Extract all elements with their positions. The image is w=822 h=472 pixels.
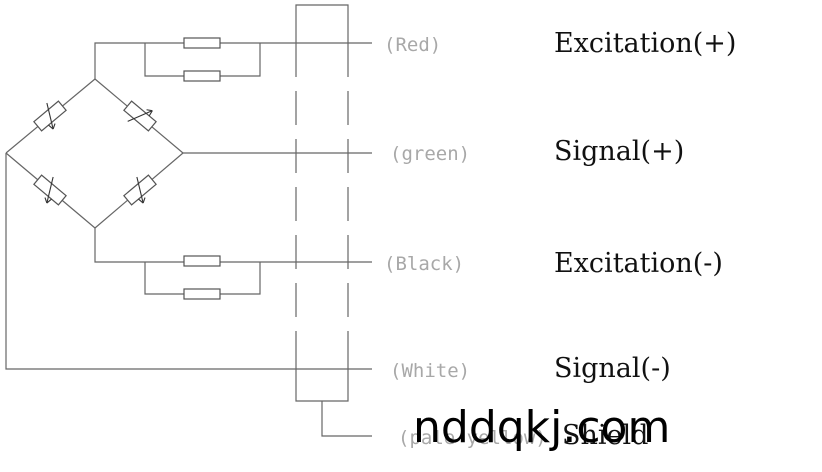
strain-gauge-top-right — [123, 100, 157, 132]
excitation-minus-lead — [94, 228, 372, 300]
compensation-resistor-top-2 — [183, 70, 221, 82]
wire-color-label-green: (green) — [390, 143, 470, 165]
compensation-resistor-bottom-2 — [183, 288, 221, 300]
excitation-plus-lead — [94, 37, 372, 82]
cable-jacket — [295, 4, 349, 402]
compensation-resistor-bottom-1 — [183, 255, 221, 267]
strain-gauge-bottom-right — [123, 174, 157, 206]
wire-color-label-white: (White) — [390, 360, 470, 382]
wheatstone-bridge — [5, 78, 184, 229]
signal-minus-lead — [5, 153, 372, 370]
function-label-excitation-minus: Excitation(-) — [554, 248, 723, 279]
watermark-text: nddqkj.com — [413, 402, 670, 453]
function-label-excitation-plus: Excitation(+) — [554, 28, 736, 59]
strain-gauge-bottom-left — [33, 174, 67, 206]
shield-lead — [321, 401, 372, 437]
function-label-signal-minus: Signal(-) — [554, 353, 671, 384]
compensation-resistor-top-1 — [183, 37, 221, 49]
function-label-signal-plus: Signal(+) — [554, 136, 684, 167]
wire-color-label-red: (Red) — [384, 34, 441, 56]
wire-color-label-black: (Black) — [384, 253, 464, 275]
function-label-shield: Shield — [562, 420, 648, 451]
wire-color-label-pale-yellow: (pale yellow) — [398, 427, 547, 449]
strain-gauge-top-left — [33, 100, 67, 132]
